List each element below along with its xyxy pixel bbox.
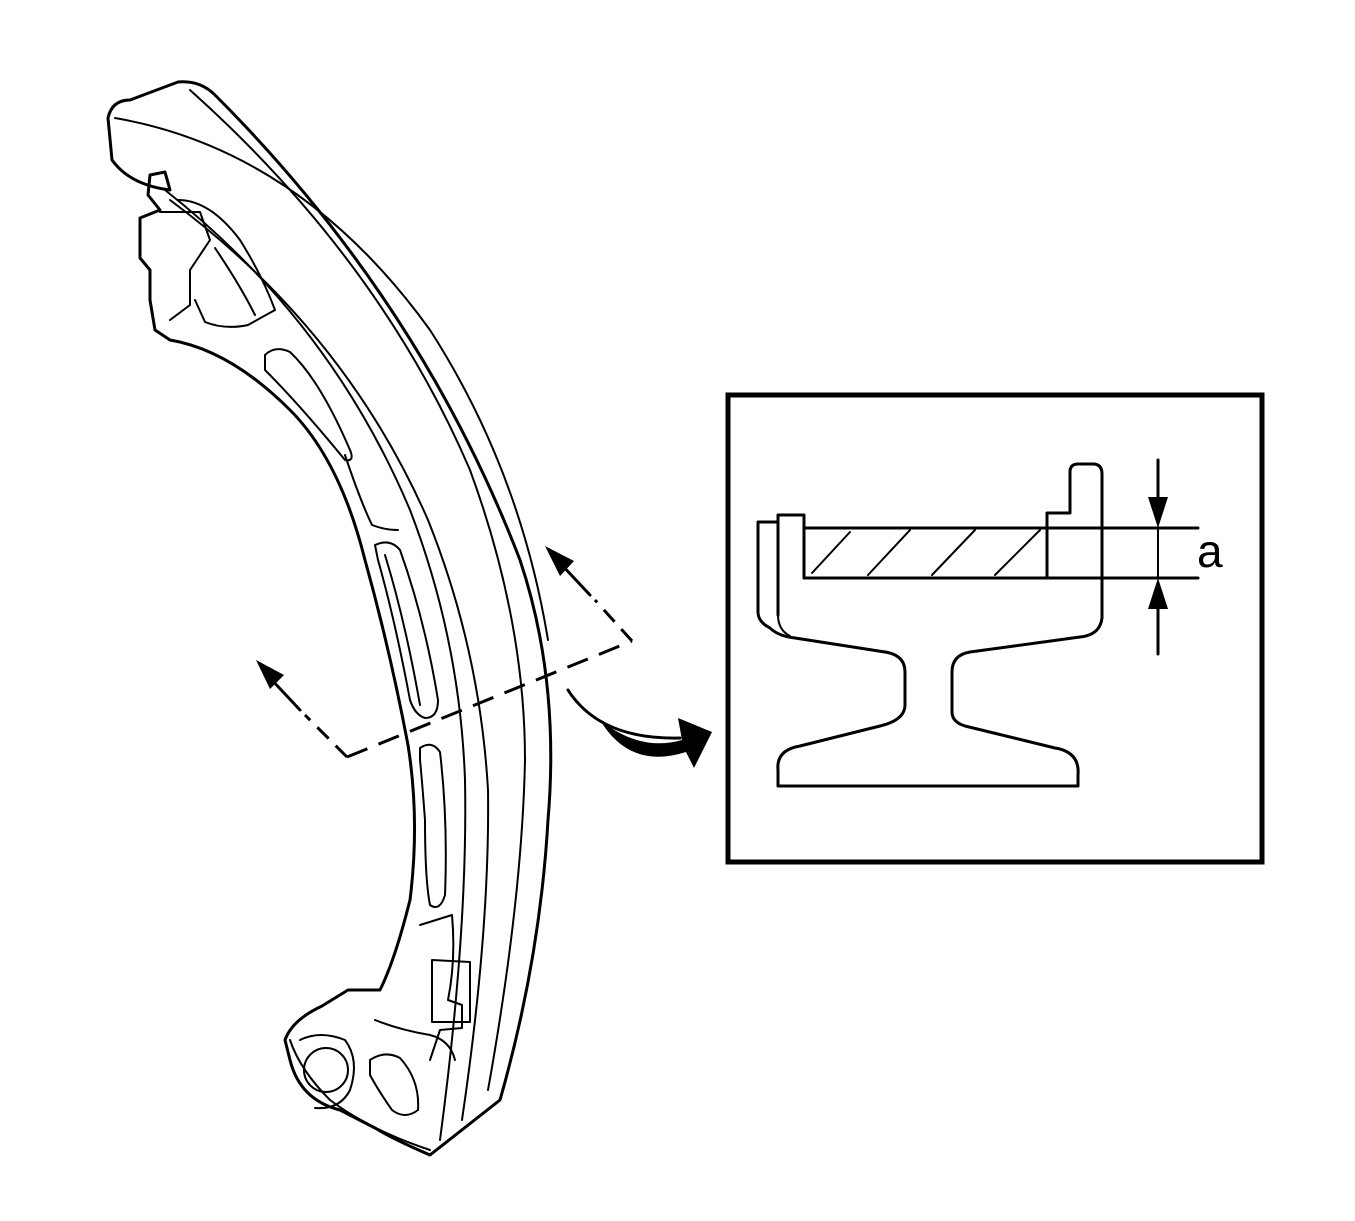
- guide-outline: [106, 80, 553, 1157]
- callout-arrow-head: [600, 718, 712, 768]
- wear-layer: [802, 526, 1049, 580]
- guide-top-edge: [114, 117, 549, 641]
- middle-slot-inner: [384, 554, 421, 706]
- lower-tab: [431, 959, 471, 1023]
- section-right-leg: [593, 598, 634, 643]
- section-cut-line: [346, 639, 633, 759]
- lower-pocket: [369, 1053, 420, 1116]
- lower-rib: [419, 914, 463, 1061]
- wear-layer-hatching: [811, 529, 1041, 576]
- lower-rib-inner: [374, 1019, 456, 1061]
- upper-rib: [177, 199, 276, 328]
- dimension-label-a: a: [1197, 525, 1223, 577]
- right-view-arrow-head: [545, 546, 574, 576]
- callout-arrow-line: [566, 688, 682, 740]
- left-view-arrow-head: [256, 660, 284, 689]
- upper-slot: [264, 348, 353, 462]
- mid-notch: [344, 454, 399, 531]
- dimension-arrow-top-head: [1148, 497, 1168, 528]
- inset-frame: [725, 392, 1265, 865]
- lower-end-line: [289, 1039, 431, 1151]
- section-profile: [756, 462, 1104, 788]
- guide-rail-line-2: [169, 199, 490, 1121]
- section-profile-inner-corner: [777, 614, 791, 637]
- middle-slot: [374, 541, 439, 719]
- dimension-arrow-bottom-head: [1148, 578, 1168, 609]
- section-left-leg: [303, 713, 349, 759]
- section-cut-indicator: [256, 546, 634, 759]
- pivot-hole: [303, 1047, 349, 1093]
- upper-rib-inner: [214, 247, 256, 316]
- chain-guide: [106, 80, 553, 1157]
- lower-slot: [419, 743, 447, 908]
- upper-tab: [159, 211, 211, 321]
- detail-inset: a: [725, 392, 1265, 865]
- guide-rail-line-1: [189, 89, 526, 1091]
- guide-rail-line-3: [164, 189, 467, 1141]
- callout-arrow: [566, 688, 712, 768]
